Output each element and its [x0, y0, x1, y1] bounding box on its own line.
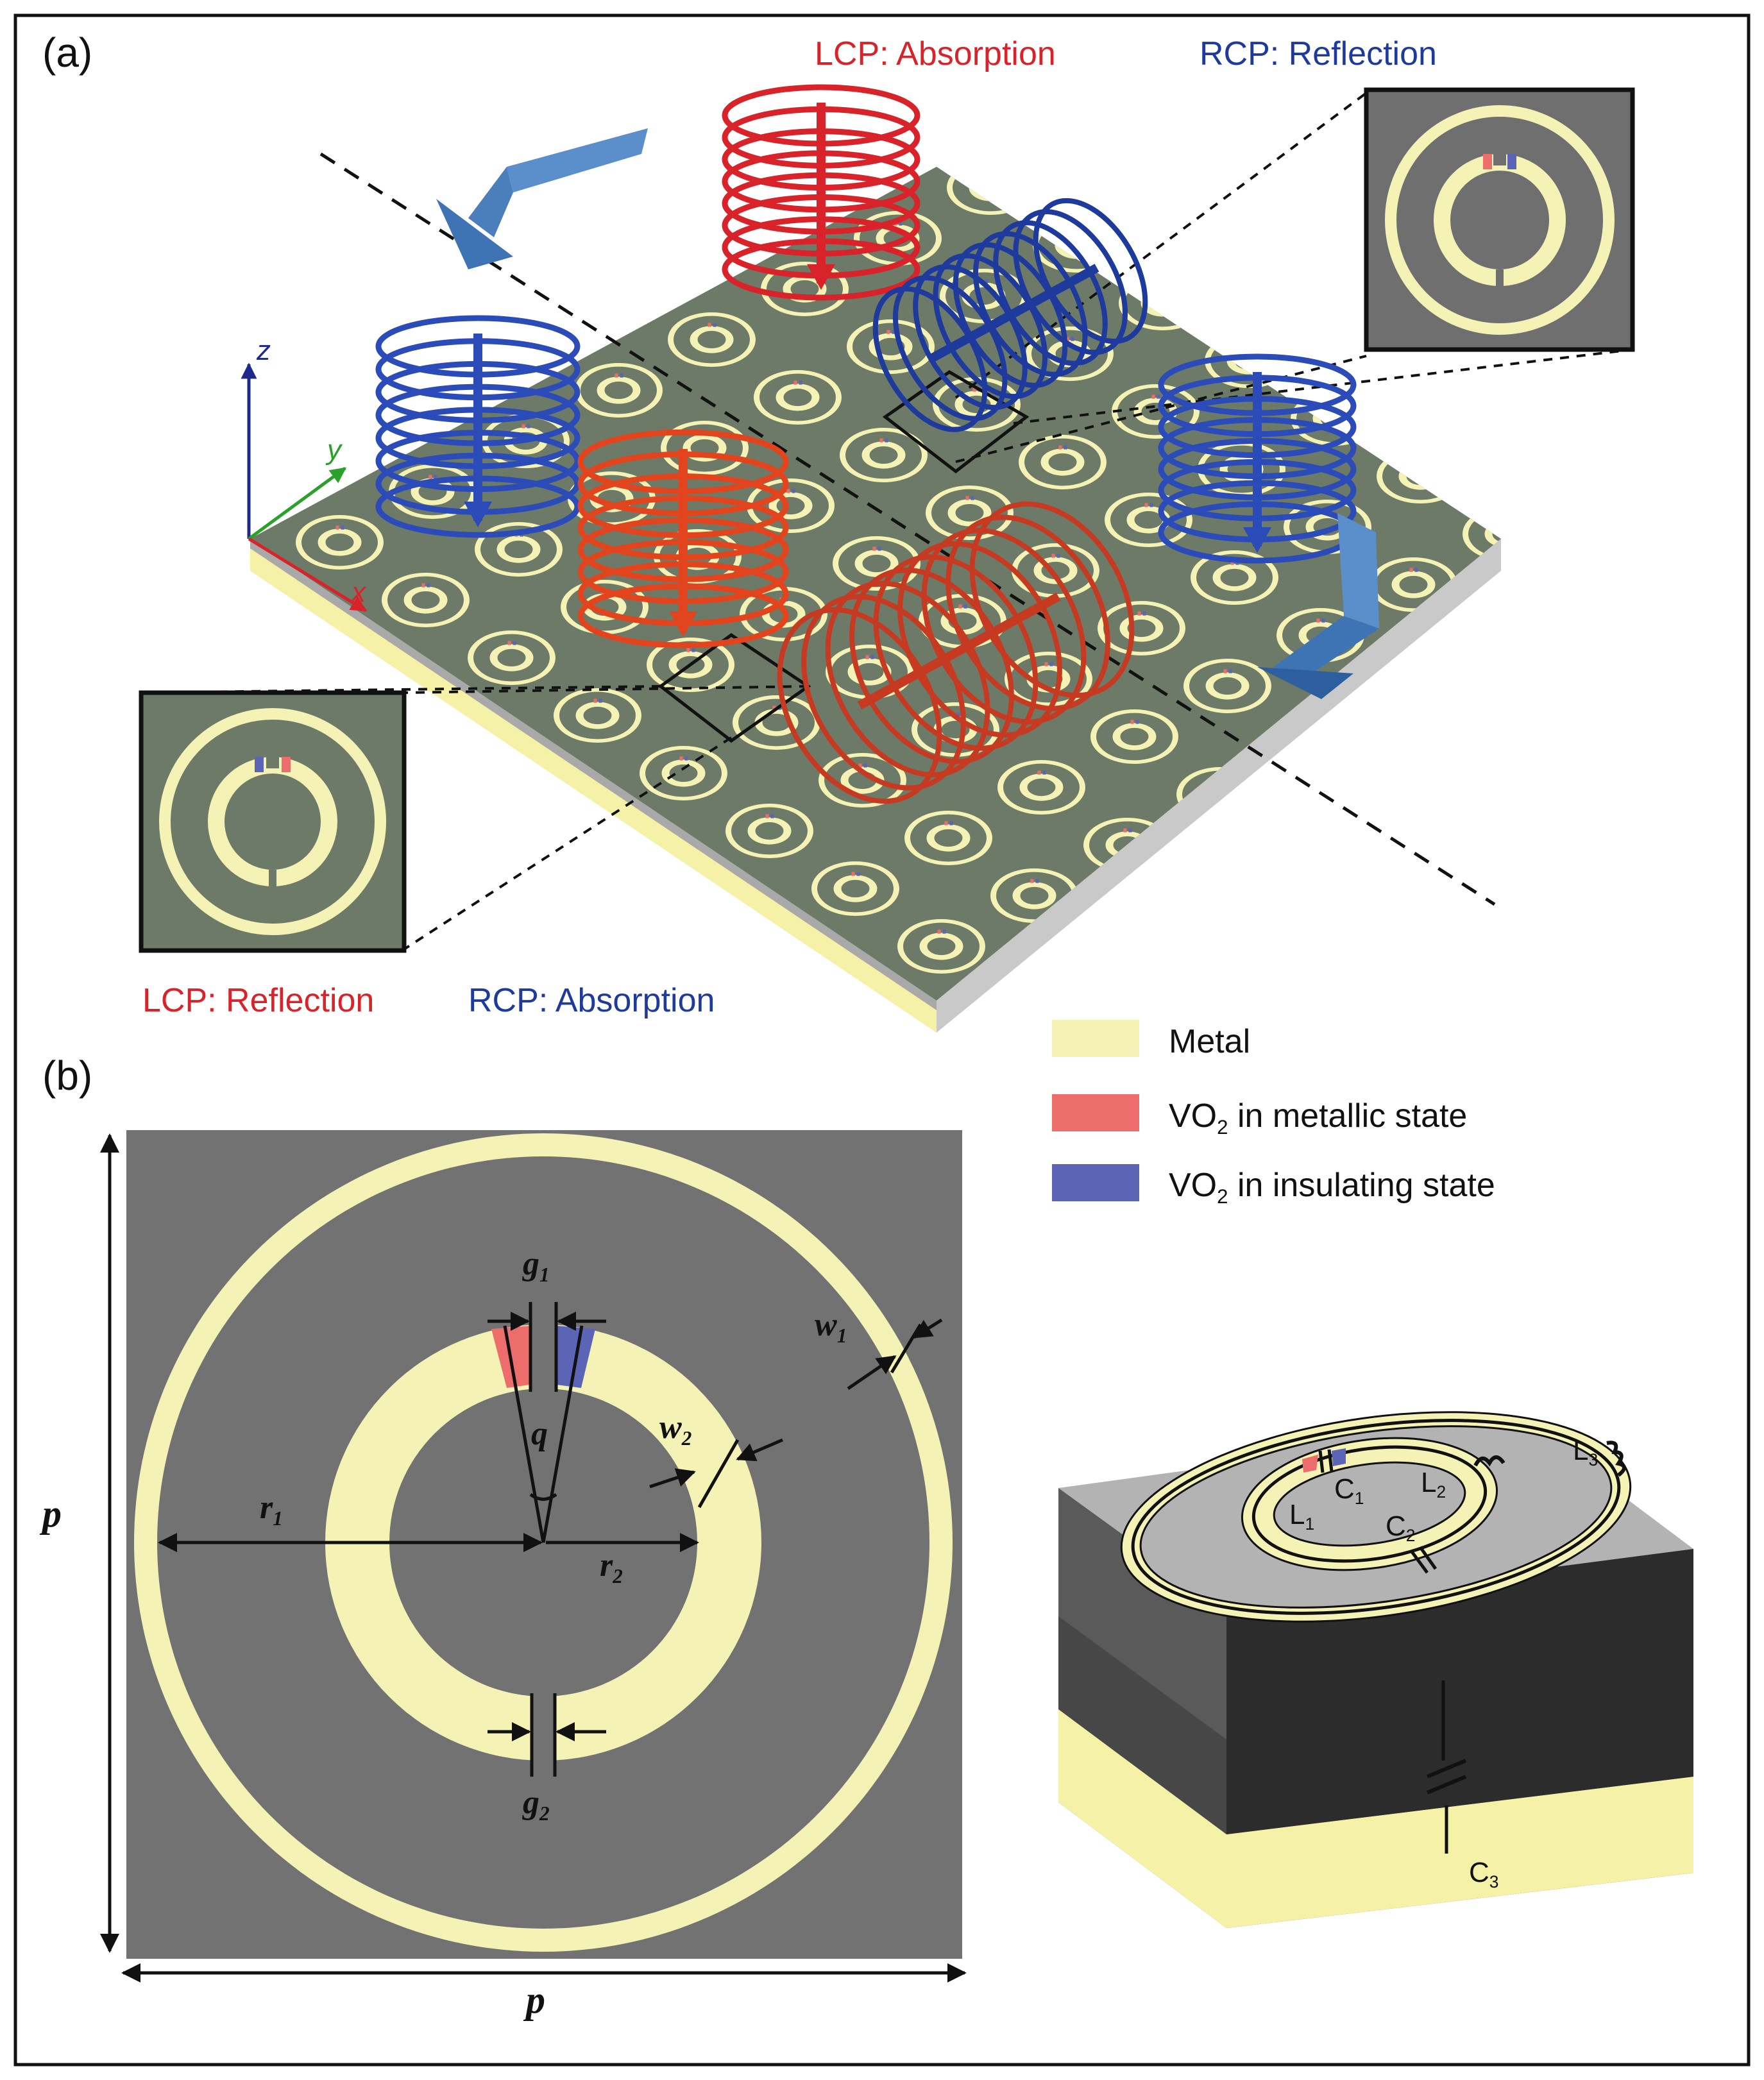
- caption-rcp-reflection: RCP: Reflection: [1200, 35, 1437, 72]
- circuit-label-c1: C1: [1334, 1473, 1364, 1509]
- legend-label-metal: Metal: [1169, 1023, 1251, 1060]
- axis-label-x: x: [352, 577, 366, 608]
- dim-label-g2: g2: [523, 1784, 550, 1825]
- panel-label-b: (b): [42, 1053, 93, 1099]
- dim-label-w1: w1: [815, 1306, 847, 1347]
- dim-label-p-horizontal: p: [526, 1979, 545, 2021]
- dim-label-q: q: [531, 1416, 548, 1452]
- selected-cell-upper: [882, 370, 1030, 474]
- inset-unit-cell-bottom: [139, 690, 407, 953]
- unit-cell-3d: [1058, 1411, 1693, 1928]
- axis-label-z: z: [257, 335, 271, 366]
- circuit-label-c2: C2: [1386, 1510, 1416, 1546]
- unit-cell: [1366, 668, 1448, 718]
- dim-label-r1: r1: [260, 1489, 283, 1530]
- unit-cell: [1552, 566, 1634, 617]
- helix-lcp-absorption-top: [722, 84, 920, 301]
- caption-lcp-absorption: LCP: Absorption: [815, 35, 1056, 72]
- unit-cell: [1459, 617, 1541, 668]
- unit-cell-top-view: [126, 1130, 962, 1959]
- legend-swatch-vo2-insulating: [1052, 1164, 1139, 1201]
- legend-label-vo2-insulating: VO2 in insulating state: [1169, 1167, 1495, 1208]
- symmetry-dashed-line: [319, 152, 1496, 906]
- helix-lcp-incident-center: [577, 429, 789, 648]
- caption-rcp-absorption: RCP: Absorption: [468, 982, 715, 1019]
- helix-lcp-reflected: [777, 501, 1135, 804]
- circuit-label-l3: L3: [1573, 1435, 1599, 1470]
- axis-label-y: y: [327, 434, 341, 466]
- helix-rcp-incident-left: [375, 315, 581, 538]
- helix-group: [375, 84, 1357, 804]
- panel-label-a: (a): [42, 30, 93, 76]
- dim-label-p-vertical: p: [42, 1492, 62, 1535]
- dim-label-r2: r2: [600, 1547, 623, 1587]
- outer-frame: [13, 13, 1751, 2067]
- circuit-label-l2: L2: [1421, 1467, 1446, 1502]
- dim-label-g1: g1: [523, 1246, 550, 1286]
- legend-label-vo2-metallic: VO2 in metallic state: [1169, 1097, 1468, 1138]
- inset-unit-cell-top: [1364, 87, 1635, 352]
- coordinate-axes: [241, 362, 368, 613]
- caption-lcp-reflection: LCP: Reflection: [142, 982, 375, 1019]
- dim-label-w2: w2: [659, 1409, 692, 1450]
- reflection-arrow-top-left: [436, 128, 648, 269]
- helix-rcp-reflected: [872, 198, 1148, 432]
- circuit-label-l1: L1: [1289, 1499, 1315, 1534]
- legend-swatch-vo2-metallic: [1052, 1094, 1139, 1131]
- circuit-label-c3: C3: [1469, 1857, 1499, 1892]
- legend-swatch-metal: [1052, 1020, 1139, 1057]
- dimension-lines: [100, 1133, 967, 1983]
- reflection-arrow-right: [1257, 513, 1379, 699]
